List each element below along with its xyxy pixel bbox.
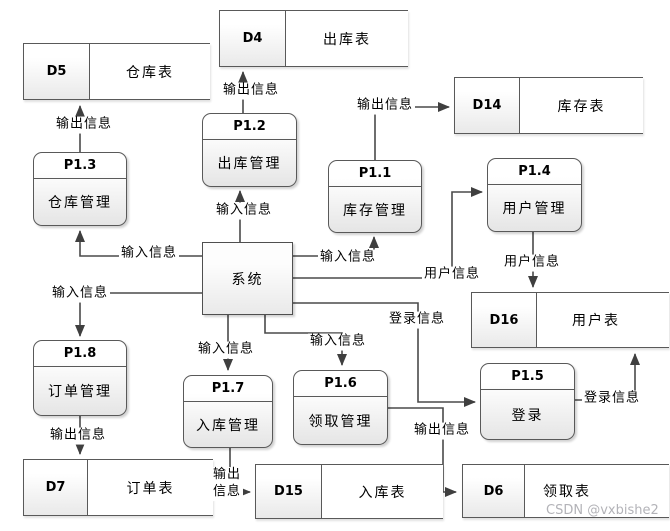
datastore-id: D4 [219, 11, 286, 66]
datastore-d7: D7 订单表 [23, 459, 213, 516]
flow-sys-to-p14 [293, 187, 483, 279]
process-p17: P1.7 入库管理 [183, 375, 273, 448]
flow-label-p12-to-d4: 输出信息 [220, 82, 282, 100]
flow-label-sys-to-p16: 输入信息 [307, 333, 369, 351]
datastore-id: D15 [255, 465, 322, 518]
datastore-name: 入库表 [358, 484, 407, 501]
flow-label-sys-to-p12: 输入信息 [213, 202, 275, 220]
flow-sys-to-p15 [293, 302, 476, 407]
process-p13: P1.3 仓库管理 [33, 152, 127, 226]
flow-p11-to-d14 [374, 102, 450, 160]
process-id: P1.3 [34, 153, 126, 179]
flow-label-p13-to-d5: 输出信息 [53, 116, 115, 134]
process-id: P1.8 [34, 341, 126, 367]
process-id: P1.5 [481, 364, 574, 390]
process-p16: P1.6 领取管理 [293, 370, 388, 445]
process-p14: P1.4 用户管理 [487, 158, 582, 232]
flow-p16-to-d6 [388, 407, 457, 497]
datastore-d4: D4 出库表 [219, 10, 408, 67]
process-name: 用户管理 [502, 201, 567, 217]
datastore-id: D6 [462, 465, 525, 517]
datastore-id: D16 [471, 293, 537, 347]
datastore-name: 仓库表 [126, 64, 174, 81]
datastore-name: 领取表 [543, 484, 591, 500]
flow-label-sys-to-p14: 用户信息 [421, 266, 483, 284]
process-p18: P1.8 订单管理 [33, 340, 127, 416]
datastore-d16: D16 用户表 [471, 292, 669, 348]
flow-label-p18-to-d7: 输出信息 [47, 427, 109, 445]
datastore-id: D7 [23, 460, 88, 515]
flow-label-sys-to-p13: 输入信息 [118, 245, 180, 263]
process-id: P1.2 [203, 114, 296, 140]
flow-label-sys-to-p15: 登录信息 [386, 311, 448, 329]
datastore-id: D5 [23, 44, 90, 99]
datastore-name: 订单表 [126, 480, 175, 497]
process-p12: P1.2 出库管理 [202, 113, 297, 187]
flow-label-sys-to-p18: 输入信息 [49, 285, 111, 303]
flow-label-line1: 输出 [212, 467, 242, 483]
process-id: P1.1 [329, 161, 421, 187]
flow-label-p15-to-d16: 登录信息 [581, 390, 643, 408]
datastore-d5: D5 仓库表 [23, 43, 210, 100]
flow-label-p17-to-d15: 输出 信息 [210, 467, 244, 501]
process-name: 领取管理 [308, 413, 373, 430]
datastore-name: 出库表 [323, 31, 371, 48]
flow-label-line2: 信息 [212, 484, 242, 499]
process-name: 入库管理 [196, 417, 260, 434]
process-id: P1.6 [294, 371, 387, 397]
datastore-d15: D15 入库表 [255, 464, 443, 519]
datastore-d14: D14 库存表 [454, 77, 643, 134]
process-name: 出库管理 [217, 156, 282, 172]
process-name: 库存管理 [343, 202, 407, 219]
process-name: 仓库管理 [48, 195, 112, 211]
datastore-d6: D6 领取表 [462, 464, 669, 518]
flow-label-p11-to-d14: 输出信息 [354, 97, 416, 115]
flow-label-sys-to-p17: 输入信息 [195, 341, 257, 359]
flow-label-sys-to-p11: 输入信息 [317, 249, 379, 267]
process-id: P1.7 [184, 376, 272, 402]
datastore-name: 库存表 [557, 98, 606, 115]
system-process: 系统 [202, 242, 293, 315]
flow-label-p14-to-d16: 用户信息 [501, 254, 563, 272]
process-id: P1.4 [488, 159, 581, 185]
process-p15: P1.5 登录 [480, 363, 575, 440]
process-name: 登录 [511, 407, 544, 424]
csdn-watermark: CSDN @vxbishe2 [546, 503, 659, 518]
process-p11: P1.1 库存管理 [328, 160, 422, 233]
datastore-id: D14 [454, 78, 520, 133]
process-name: 订单管理 [48, 384, 112, 400]
flow-label-p16-to-d6: 输出信息 [411, 422, 473, 440]
datastore-name: 用户表 [572, 313, 620, 329]
